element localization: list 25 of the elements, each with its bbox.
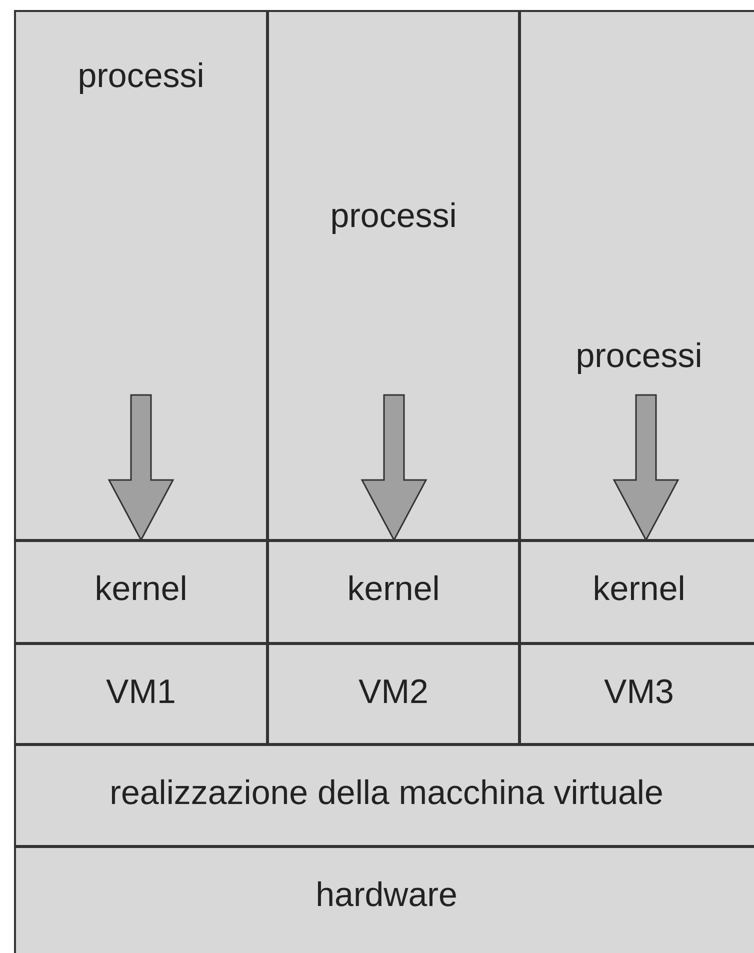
layer-label: processi (574, 337, 704, 376)
hardware-layer (14, 846, 754, 953)
kernel-layer (14, 540, 268, 644)
layer-label: processi (76, 57, 206, 96)
layer-label: VM1 (105, 673, 177, 712)
vm-implementation-layer (14, 744, 754, 847)
block-arrow (360, 394, 428, 542)
layer-label: VM2 (358, 673, 430, 712)
vm-layer (14, 643, 268, 745)
process-column (519, 10, 754, 541)
kernel-layer (267, 540, 520, 644)
layer-label: processi (329, 197, 458, 236)
process-column (14, 10, 268, 541)
block-arrow (612, 394, 680, 542)
vm-layer (519, 643, 754, 745)
layer-label: kernel (346, 570, 441, 609)
layer-label: hardware (314, 876, 458, 915)
layer-label: VM3 (603, 673, 675, 712)
layer-label: kernel (94, 570, 188, 609)
layer-label: realizzazione della macchina virtuale (108, 774, 664, 813)
kernel-layer (519, 540, 754, 644)
layer-label: kernel (592, 570, 686, 609)
block-arrow (108, 394, 174, 542)
vm-layer (267, 643, 520, 745)
process-column (267, 10, 520, 541)
